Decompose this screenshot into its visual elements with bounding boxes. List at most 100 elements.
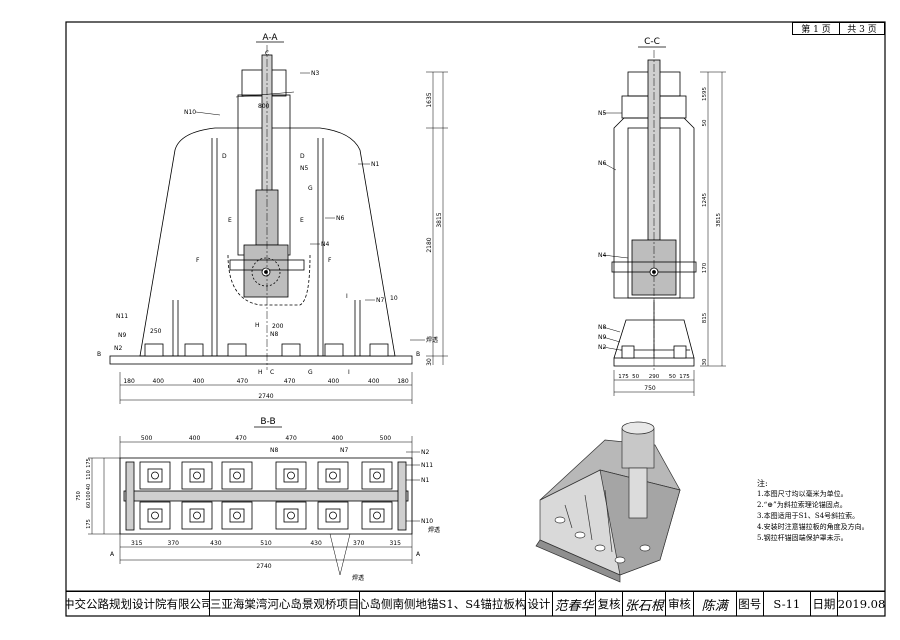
dim-aa-10: 10	[390, 295, 398, 302]
reviewer-signature: 陈满	[694, 592, 737, 616]
anchor-cell	[181, 461, 213, 490]
view-aa-labels: N3 N1 N5 N6 N4 N7 N8 N9 N10 N11 N2 焊透 C …	[97, 50, 438, 376]
section-mark-d: D	[222, 153, 227, 160]
dim-bb-top: 500	[141, 435, 153, 442]
dim-aa-right: 3815	[436, 212, 443, 227]
dim-cc-right: 1245	[702, 193, 708, 207]
section-mark-g: G	[308, 185, 313, 192]
cc-label-n6: N6	[598, 160, 606, 167]
dim-aa-right: 1635	[426, 92, 433, 107]
note-item: 2.“⊕”为斜拉索理论锚固点。	[757, 501, 847, 509]
note-item: 3.本图适用于S1、S4号斜拉索。	[757, 512, 860, 520]
label-weld: 焊透	[426, 336, 438, 344]
nut-square	[229, 468, 245, 483]
nut-square	[283, 508, 299, 523]
bolt-hole	[233, 471, 241, 480]
nut-square	[369, 468, 385, 483]
section-mark-d2: D	[300, 153, 305, 160]
bolt-hole	[373, 511, 381, 520]
dim-cc-right: 50	[702, 119, 708, 126]
note-item: 4.安装时注意锚拉板的角度及方向。	[757, 523, 869, 531]
section-mark-f: F	[196, 257, 200, 264]
anchor-cell	[317, 501, 349, 530]
dim-cc-right: 1595	[702, 87, 708, 101]
bb-label-n2: N2	[421, 449, 429, 456]
cc-label-n8: N8	[598, 324, 606, 331]
section-mark-h: H	[255, 322, 260, 329]
dim-aa-bottom: 400	[368, 378, 380, 385]
total-pages: 共 3 页	[839, 22, 885, 35]
dim-aa-bottom: 400	[328, 378, 340, 385]
label-n7: N7	[376, 297, 384, 304]
section-mark-i2: I	[348, 369, 350, 376]
dim-cc-bottom: 175	[679, 374, 690, 380]
dim-aa-bottom: 180	[123, 378, 135, 385]
label-n5: N5	[300, 165, 308, 172]
bb-label-n7: N7	[340, 447, 348, 454]
section-mark-i: I	[346, 293, 348, 300]
dim-cc-bottom: 290	[649, 374, 660, 380]
date-value: 2019.08	[838, 597, 885, 611]
anchor-cell	[317, 461, 349, 490]
dim-bb-top: 400	[189, 435, 201, 442]
label-n8: N8	[270, 331, 278, 338]
dim-bb-bottom: 315	[131, 540, 143, 547]
bolt-hole	[373, 471, 381, 480]
dim-cc-bottom: 175	[618, 374, 629, 380]
isometric-view	[535, 421, 681, 583]
dim-cc-total: 750	[644, 385, 656, 392]
dim-aa-250: 250	[150, 328, 162, 335]
drawing-number-label: 图号	[737, 592, 764, 616]
view-bb-labels: N2 N11 N1 N10 焊透 焊透 N8 N7 A A 2740	[110, 447, 440, 582]
view-cc: C-C	[602, 37, 726, 396]
label-n11: N11	[116, 313, 128, 320]
cc-label-n4: N4	[598, 252, 606, 259]
section-mark-c2: C	[270, 369, 274, 376]
view-aa: A-A	[109, 33, 448, 404]
anchor-cell	[361, 461, 393, 490]
nut-square	[147, 508, 163, 523]
section-mark-c: C	[265, 50, 269, 57]
dim-aa-right: 2180	[426, 237, 433, 252]
notes-block: 注: 1.本图尺寸均以毫米为单位。 2.“⊕”为斜拉索理论锚固点。 3.本图适用…	[757, 478, 869, 544]
dim-cc-bottom: 50	[632, 374, 639, 380]
note-item: 1.本图尺寸均以毫米为单位。	[757, 490, 848, 498]
nut-square	[189, 468, 205, 483]
checker-signature: 张石根	[623, 592, 667, 616]
design-label: 设计	[526, 592, 554, 616]
dim-bb-left: 750	[76, 491, 82, 501]
bb-label-n10: N10	[421, 518, 433, 525]
cc-label-n5: N5	[598, 110, 606, 117]
drawing-number: S-11	[764, 592, 811, 616]
section-mark-e: E	[228, 217, 232, 224]
view-bb: B-B	[88, 417, 420, 576]
dim-aa-bottom: 400	[193, 378, 205, 385]
anchor-cell	[275, 461, 307, 490]
dim-bb-top: 500	[380, 435, 392, 442]
dim-bb-total: 2740	[256, 563, 271, 570]
bolt-hole	[193, 511, 201, 520]
section-mark-e2: E	[300, 217, 304, 224]
anchor-cell	[139, 501, 171, 530]
bolt-hole	[193, 471, 201, 480]
dim-bb-bottom: 370	[353, 540, 365, 547]
section-mark-b: B	[97, 351, 101, 358]
aa-right-dim-labels: 1635 2180 3815 30	[426, 92, 443, 366]
dim-aa-right: 30	[426, 358, 433, 366]
notes-title: 注:	[757, 479, 768, 488]
page-number: 第 1 页	[792, 22, 840, 35]
dim-aa-bottom: 400	[153, 378, 165, 385]
view-aa-title: A-A	[262, 33, 278, 43]
dim-aa-bottom: 180	[397, 378, 409, 385]
dim-bb-left: 60	[86, 502, 92, 508]
anchor-cell	[361, 501, 393, 530]
section-mark-b2: B	[416, 351, 420, 358]
bb-label-weld: 焊透	[428, 526, 440, 534]
drawing-title: 河心岛侧南侧地锚S1、S4锚拉板构造	[360, 592, 526, 616]
